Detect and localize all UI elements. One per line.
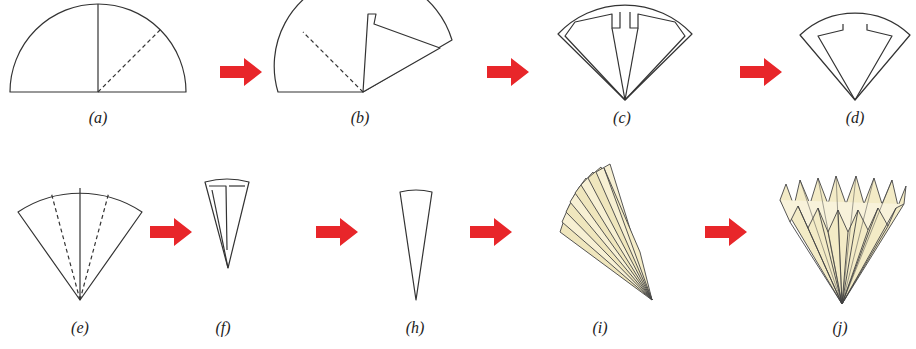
fluted-cone xyxy=(780,176,906,304)
step-label: (j) xyxy=(810,319,870,337)
step-label: (f) xyxy=(193,319,253,337)
step-label: (h) xyxy=(385,319,445,337)
fan-with-fold-lines xyxy=(18,188,142,300)
step-label: (b) xyxy=(330,109,390,127)
red-arrows xyxy=(150,58,782,246)
thin-fold xyxy=(400,190,432,300)
step-label: (i) xyxy=(570,319,630,337)
step-label: (c) xyxy=(592,109,652,127)
step-label: (a) xyxy=(68,109,128,127)
folded-quarter xyxy=(274,0,452,92)
narrow-fold xyxy=(205,179,249,268)
pleated-stack xyxy=(560,164,652,300)
folded-fan-back xyxy=(800,13,910,100)
step-label: (d) xyxy=(825,109,885,127)
semicircle-paper xyxy=(10,4,186,92)
folded-fan xyxy=(558,5,692,100)
step-label: (e) xyxy=(50,319,110,337)
